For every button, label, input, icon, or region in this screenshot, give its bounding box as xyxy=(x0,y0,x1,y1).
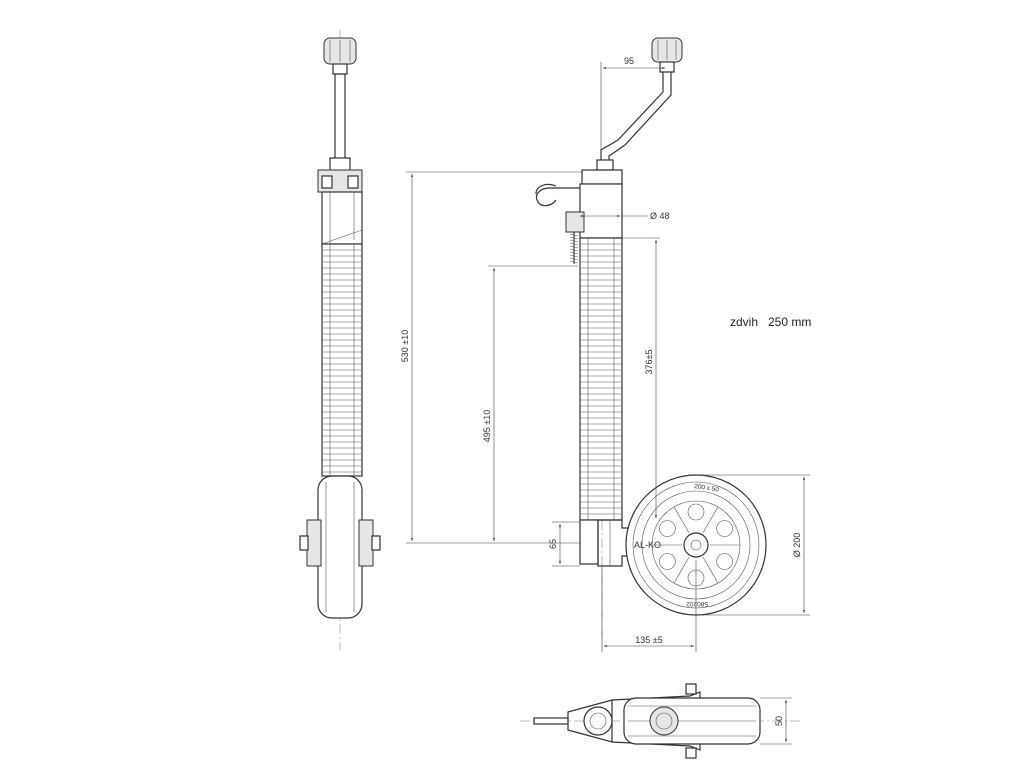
front-knob xyxy=(651,37,683,73)
wheel-window xyxy=(716,553,733,570)
screw-thread xyxy=(569,260,579,264)
side-head xyxy=(317,157,363,245)
wheel-spoke xyxy=(673,506,690,534)
lift-note: zdvih 250 mm xyxy=(730,315,811,329)
screw-thread xyxy=(569,242,579,246)
wheel-window xyxy=(659,520,676,537)
screw-thread xyxy=(569,239,579,243)
side-ribbed-tube xyxy=(321,243,363,477)
wheel-spoke xyxy=(702,506,719,534)
dim-376: 376±5 xyxy=(644,350,654,375)
front-view: AL-KO 200 x 50 580202 xyxy=(535,37,767,640)
dim-d48: Ø 48 xyxy=(650,211,670,221)
lift-label: zdvih xyxy=(730,315,758,329)
side-wheel xyxy=(299,475,381,619)
dim-530: 530 ±10 xyxy=(400,330,410,362)
top-clamp-ring xyxy=(583,706,613,736)
screw-thread xyxy=(569,251,579,255)
wheel-window xyxy=(687,503,705,521)
lift-value: 250 mm xyxy=(768,315,811,329)
screw-thread xyxy=(569,248,579,252)
screw-thread xyxy=(569,254,579,258)
screw-thread xyxy=(569,245,579,249)
dim-135: 135 ±5 xyxy=(635,635,662,645)
clamp-head xyxy=(535,169,623,264)
front-ribbed-tube xyxy=(579,237,623,521)
wheel-window xyxy=(716,520,733,537)
dim-d200: Ø 200 xyxy=(792,533,802,558)
wheel-window xyxy=(659,553,676,570)
side-ribs xyxy=(322,244,362,476)
brand-label: AL-KO xyxy=(634,540,661,550)
dim-95: 95 xyxy=(624,56,634,66)
side-crank-shaft xyxy=(334,73,346,167)
lower-foot xyxy=(579,519,691,567)
crank-arm xyxy=(596,72,672,171)
screw-thread xyxy=(569,233,579,237)
top-handle xyxy=(533,717,569,725)
wheel-spoke xyxy=(673,556,690,584)
front-ribs xyxy=(580,238,622,520)
tire-size-label: 200 x 50 xyxy=(694,483,720,493)
dim-495: 495 ±10 xyxy=(482,410,492,442)
dim-65: 65 xyxy=(548,539,558,549)
screw-thread xyxy=(569,236,579,240)
wheel-spoke xyxy=(702,556,719,584)
part-code-label: 580202 xyxy=(686,600,708,607)
screw-thread xyxy=(569,257,579,261)
top-knob xyxy=(649,706,679,736)
side-view xyxy=(299,30,381,650)
clamp-screw xyxy=(569,232,579,264)
side-knob xyxy=(323,37,357,75)
top-view xyxy=(520,683,800,759)
